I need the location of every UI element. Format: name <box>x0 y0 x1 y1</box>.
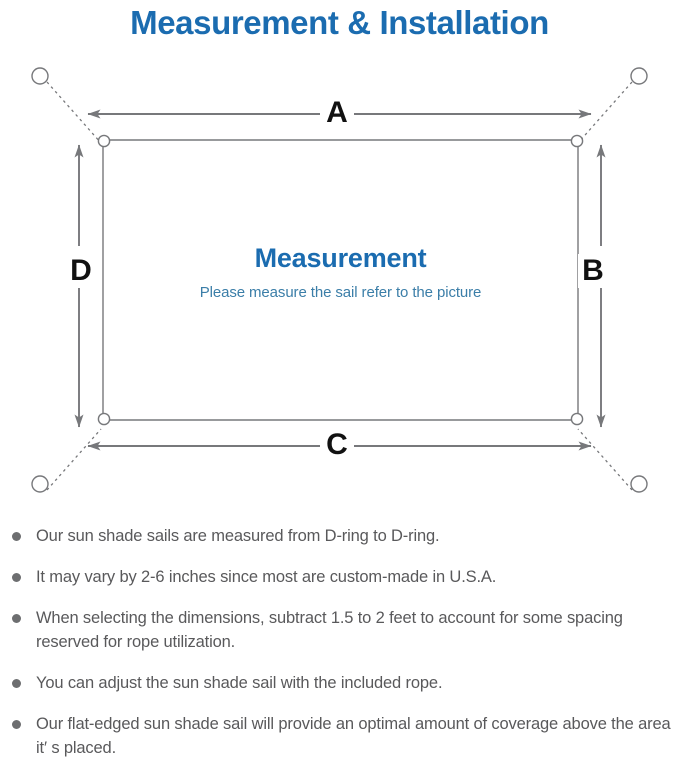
d-rings <box>97 134 584 426</box>
dimension-label-b: B <box>578 254 608 288</box>
list-item: You can adjust the sun shade sail with t… <box>0 671 679 695</box>
rope-lines <box>46 81 633 491</box>
dimension-label-c: C <box>320 430 354 460</box>
list-item: It may vary by 2-6 inches since most are… <box>0 565 679 589</box>
bullet-icon <box>12 573 21 582</box>
list-item: When selecting the dimensions, subtract … <box>0 606 679 654</box>
d-ring-bottom-left <box>97 412 111 426</box>
bullet-icon <box>12 679 21 688</box>
anchor-point-top-right <box>630 67 648 85</box>
dimension-label-d: D <box>66 254 96 288</box>
d-ring-top-right <box>570 134 584 148</box>
sail-outline <box>102 139 579 421</box>
notes-list: Our sun shade sails are measured from D-… <box>0 524 679 777</box>
list-item-text: Our flat-edged sun shade sail will provi… <box>36 715 671 757</box>
list-item-text: It may vary by 2-6 inches since most are… <box>36 568 497 586</box>
d-ring-top-left <box>97 134 111 148</box>
list-item: Our sun shade sails are measured from D-… <box>0 524 679 548</box>
list-item-text: Our sun shade sails are measured from D-… <box>36 527 440 545</box>
list-item-text: You can adjust the sun shade sail with t… <box>36 674 443 692</box>
bullet-icon <box>12 614 21 623</box>
list-item-text: When selecting the dimensions, subtract … <box>36 609 623 651</box>
bullet-icon <box>12 532 21 541</box>
bullet-icon <box>12 720 21 729</box>
dimension-label-a: A <box>320 98 354 128</box>
anchor-points <box>31 67 648 493</box>
anchor-point-top-left <box>31 67 49 85</box>
list-item: Our flat-edged sun shade sail will provi… <box>0 712 679 760</box>
page-title: Measurement & Installation <box>130 4 549 41</box>
anchor-point-bottom-left <box>31 475 49 493</box>
sun-shade-sail-measurement-diagram: Measurement Please measure the sail refe… <box>0 46 679 524</box>
d-ring-bottom-right <box>570 412 584 426</box>
anchor-point-bottom-right <box>630 475 648 493</box>
